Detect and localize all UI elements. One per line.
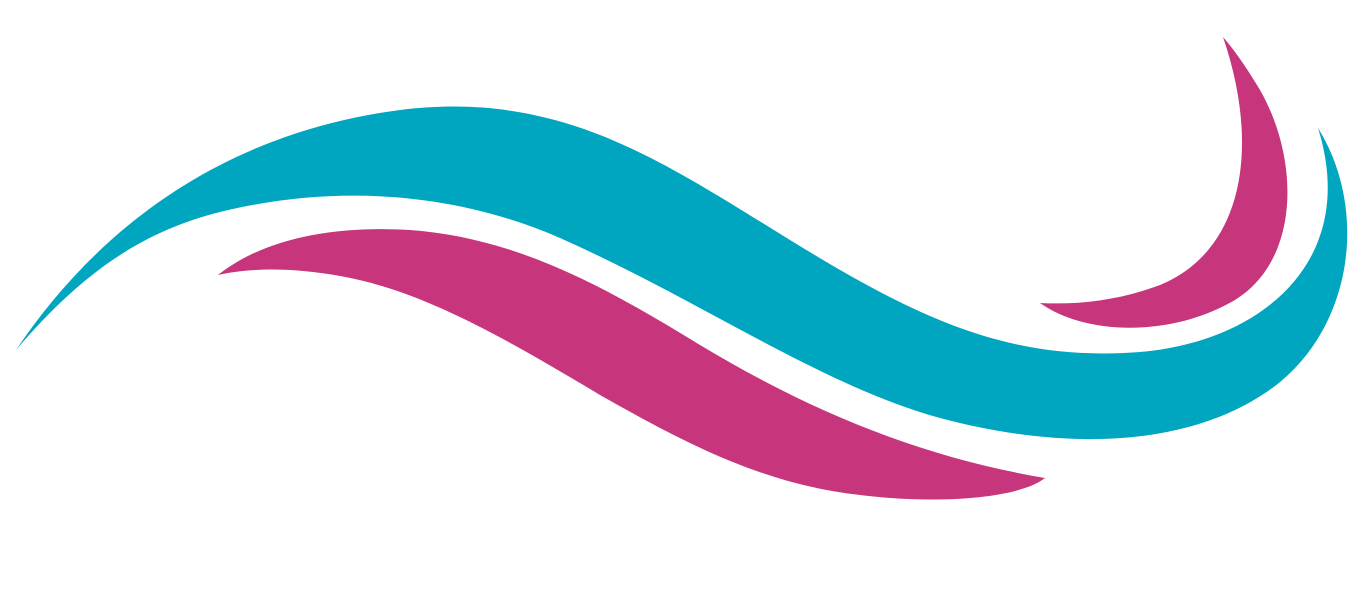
magenta-crescent <box>1040 37 1288 328</box>
teal-wave <box>16 106 1348 440</box>
magenta-lower-wave <box>218 229 1045 500</box>
